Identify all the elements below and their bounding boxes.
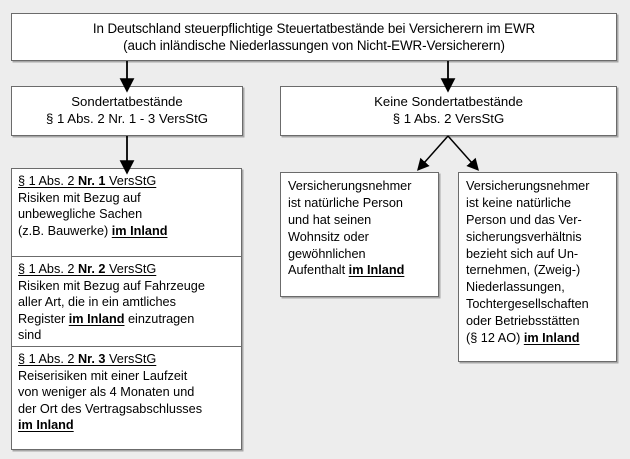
detail-section-nr1: § 1 Abs. 2 Nr. 1 VersStG Risiken mit Bez… <box>12 169 241 256</box>
detail-section-nr3-line1: Reiserisiken mit einer Laufzeit <box>18 368 188 383</box>
left-mid-box-line1: Sondertatbestände <box>71 94 183 110</box>
right-mid-box: Keine Sondertatbestände § 1 Abs. 2 VersS… <box>280 86 617 136</box>
leaf-box-keine-natuerliche-person: Versicherungsnehmer ist keine natürliche… <box>458 172 617 362</box>
detail-section-nr2-line2: aller Art, die in ein amtliches <box>18 295 176 309</box>
leaf-b-line10: (§ 12 AO) im Inland <box>466 331 580 346</box>
leaf-b-line8: Tochtergesellschaften <box>466 297 589 312</box>
leaf-b-line2: ist keine natürliche <box>466 195 572 210</box>
top-box: In Deutschland steuerpflichtige Steuerta… <box>11 13 617 61</box>
leaf-a-line6: Aufenthalt im Inland <box>288 263 405 278</box>
left-mid-box: Sondertatbestände § 1 Abs. 2 Nr. 1 - 3 V… <box>11 86 243 136</box>
top-box-line1: In Deutschland steuerpflichtige Steuerta… <box>92 20 536 36</box>
detail-section-nr3-line4: im Inland <box>18 417 235 434</box>
left-mid-box-line2: § 1 Abs. 2 Nr. 1 - 3 VersStG <box>46 111 208 126</box>
arrow-right-mid-to-leaf-a <box>417 135 449 171</box>
right-mid-box-line2: § 1 Abs. 2 VersStG <box>392 111 505 126</box>
leaf-a-line2: ist natürliche Person <box>288 195 403 210</box>
leaf-b-line5: bezieht sich auf Un- <box>466 246 579 261</box>
detail-section-nr2-line1: Risiken mit Bezug auf Fahrzeuge <box>18 278 205 293</box>
leaf-b-line9: oder Betriebsstätten <box>466 314 580 329</box>
leaf-b-line1: Versicherungsnehmer <box>466 179 590 193</box>
detail-section-nr3: § 1 Abs. 2 Nr. 3 VersStG Reiserisiken mi… <box>12 346 241 451</box>
detail-section-nr1-highlight: im Inland <box>111 223 168 238</box>
detail-section-nr3-line2: von weniger als 4 Monaten und <box>18 385 195 399</box>
detail-section-nr2-highlight: im Inland <box>68 311 125 326</box>
leaf-a-highlight: im Inland <box>348 263 405 278</box>
detail-section-nr1-line3: (z.B. Bauwerke) im Inland <box>18 223 168 238</box>
detail-section-nr3-line3: der Ort des Vertragsabschlusses <box>18 401 203 416</box>
leaf-b-line6: ternehmen, (Zweig-) <box>466 263 581 278</box>
leaf-box-natuerliche-person: Versicherungsnehmer ist natürliche Perso… <box>280 172 439 297</box>
leaf-a-line5: gewöhnlichen <box>288 246 366 261</box>
leaf-b-line4: sicherungsverhältnis <box>466 229 582 244</box>
detail-section-nr1-heading: § 1 Abs. 2 Nr. 1 VersStG <box>18 174 157 188</box>
detail-section-nr2-heading: § 1 Abs. 2 Nr. 2 VersStG <box>18 262 157 276</box>
left-detail-box: § 1 Abs. 2 Nr. 1 VersStG Risiken mit Bez… <box>11 168 242 450</box>
right-mid-box-line1: Keine Sondertatbestände <box>374 94 523 110</box>
leaf-a-line1: Versicherungsnehmer <box>288 179 412 193</box>
arrow-right-mid-to-leaf-b <box>447 135 479 171</box>
leaf-b-line7: Niederlassungen, <box>466 280 565 295</box>
detail-section-nr2: § 1 Abs. 2 Nr. 2 VersStG Risiken mit Bez… <box>12 256 241 346</box>
detail-section-nr3-highlight: im Inland <box>18 418 74 432</box>
detail-section-nr3-heading: § 1 Abs. 2 Nr. 3 VersStG <box>18 352 157 366</box>
leaf-b-line3: Person und das Ver- <box>466 212 582 227</box>
leaf-a-line3: und hat seinen <box>288 212 372 227</box>
detail-section-nr1-line2: unbewegliche Sachen <box>18 207 143 221</box>
leaf-a-line4: Wohnsitz oder <box>288 229 369 244</box>
detail-section-nr1-line1: Risiken mit Bezug auf <box>18 190 141 205</box>
leaf-b-highlight: im Inland <box>523 331 580 346</box>
detail-section-nr2-line3: Register im Inland einzutragen <box>18 311 195 326</box>
detail-section-nr2-line4: sind <box>18 328 42 342</box>
top-box-line2: (auch inländische Niederlassungen von Ni… <box>123 38 505 53</box>
